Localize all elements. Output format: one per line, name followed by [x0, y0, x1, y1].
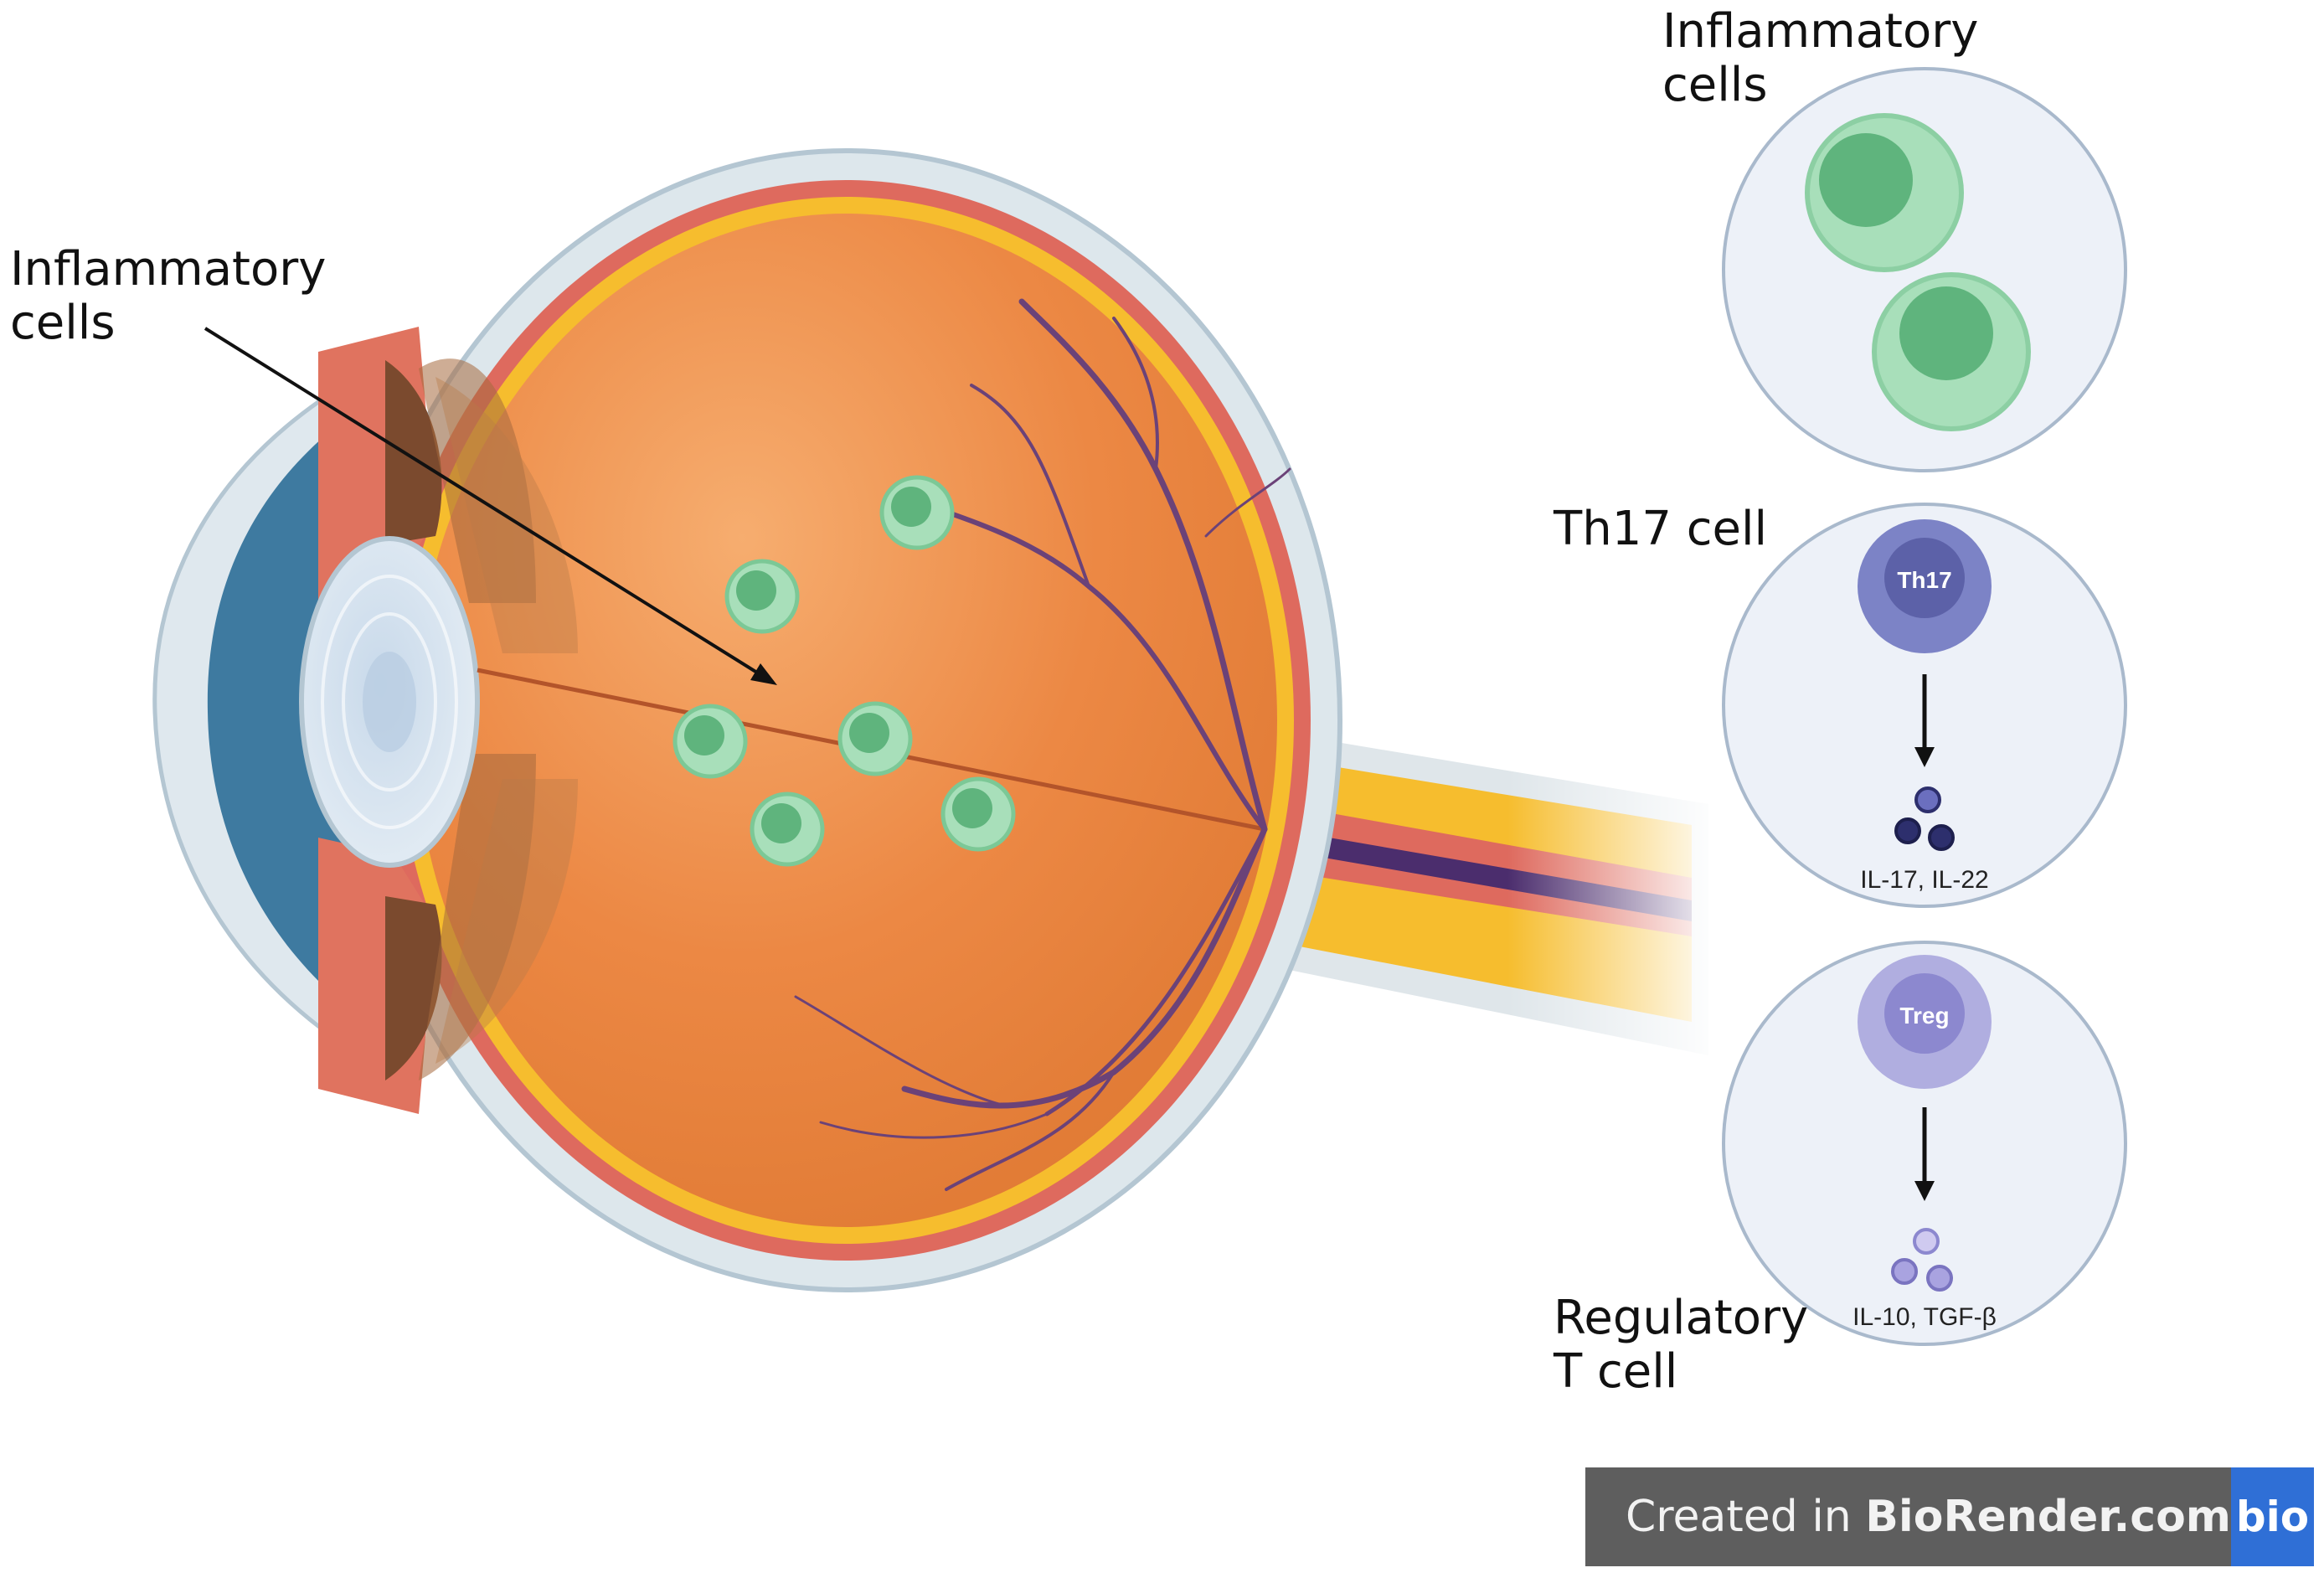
optic-nerve	[1256, 720, 1725, 1072]
th17-badge: Th17	[1897, 567, 1951, 593]
panel-th17-cell	[1722, 503, 2127, 908]
panel-treg-label: Regulatory T cell	[1554, 1291, 1809, 1399]
biorender-credit[interactable]: Created in BioRender.com bio	[1585, 1467, 2314, 1566]
cytokine-icon	[1891, 1228, 1953, 1292]
panel-treg-cell	[1722, 941, 2127, 1346]
inflammatory-cell-icon	[879, 475, 955, 550]
treg-cell-icon	[1858, 955, 1992, 1089]
ciliary-zonules	[419, 358, 578, 1080]
treg-cytokines: IL-10, TGF-β	[1853, 1303, 1997, 1331]
credit-text: Created in BioRender.com	[1626, 1492, 2231, 1542]
biorender-logo-icon: bio	[2230, 1467, 2314, 1566]
iris-ciliary-body	[318, 327, 442, 1114]
cornea	[152, 382, 371, 1042]
inflammatory-cell-icon	[750, 792, 825, 867]
inflammatory-cell-icon	[724, 559, 800, 634]
th17-cell-icon	[1858, 519, 1992, 653]
inflammatory-cell-icon	[1872, 272, 2031, 431]
callout-arrow	[204, 327, 777, 685]
inflammatory-cell-icon	[837, 701, 913, 776]
retinal-vessels	[794, 298, 1291, 1191]
arrow-down-icon	[1914, 674, 1935, 767]
inflammatory-cell-icon	[672, 704, 748, 779]
eye-inflammatory-cells	[672, 475, 1016, 867]
treg-badge: Treg	[1899, 1003, 1949, 1029]
inflammatory-cell-icon	[940, 776, 1016, 852]
arrow-down-icon	[1914, 1107, 1935, 1201]
lens	[299, 536, 480, 868]
th17-cytokines: IL-17, IL-22	[1860, 866, 1988, 894]
panel-inflammatory-cells	[1722, 67, 2127, 472]
panel-inflammatory-label: Inflammatory cells	[1662, 4, 1979, 112]
eye-callout-label: Inflammatory cells	[10, 242, 327, 350]
panel-th17-label: Th17 cell	[1554, 502, 1768, 556]
cytokine-icon	[1894, 786, 1955, 851]
inflammatory-cell-icon	[1805, 113, 1964, 272]
